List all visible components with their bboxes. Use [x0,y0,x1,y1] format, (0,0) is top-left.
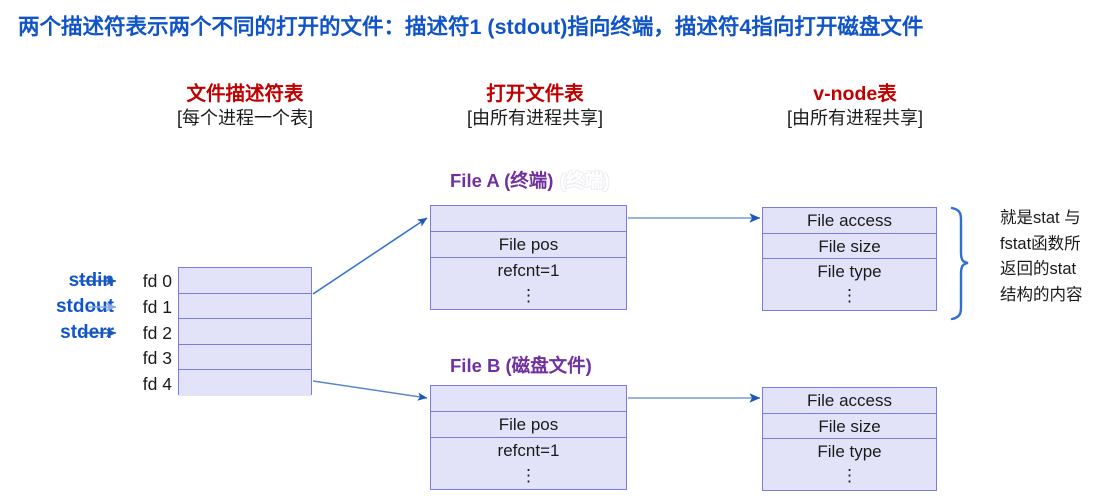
fd-table-row-3 [179,344,311,371]
column-heading-open-subtitle: [由所有进程共享] [466,108,603,128]
stderr-label: stderr [60,322,114,343]
column-heading-fd-table: 文件描述符表 [每个进程一个表] [110,82,380,130]
fd-label-3: fd 3 [142,348,172,368]
file-a-label: File A (终端) [450,170,554,191]
vnode-a-row-type: File type [763,259,936,286]
fd-table-row-1 [179,293,311,320]
vnode-b-row-type: File type [763,439,936,466]
fd-label-0: fd 0 [142,271,172,291]
open-file-table-b: File pos refcnt=1 ⋮ [430,385,627,490]
stat-note-line-0: 就是stat 与 [1000,209,1081,227]
file-a-row-filepos: File pos [431,232,626,258]
open-file-table-a: File pos refcnt=1 ⋮ [430,205,627,310]
column-heading-fd-title: 文件描述符表 [186,83,304,105]
column-heading-vnode-title: v-node表 [813,83,897,105]
file-a-row-0 [431,206,626,232]
file-b-row-refcnt: refcnt=1 [431,438,626,464]
file-a-ghost-artifact: (终端) [560,170,610,191]
arrow-fd1-to-file-a [312,217,428,295]
column-heading-fd-subtitle: [每个进程一个表] [176,108,313,128]
vnode-a-row-access: File access [763,208,936,234]
fd-table-row-2 [179,319,311,345]
vnode-b-row-ellipsis: ⋮ [763,463,936,489]
file-b-label: File B (磁盘文件) [450,355,592,376]
stdin-label: stdin [68,270,114,291]
file-b-row-filepos: File pos [431,412,626,438]
stdout-label: stdout [55,296,114,317]
vnode-b-row-access: File access [763,388,936,414]
file-descriptor-table [178,267,312,396]
column-heading-vnode-subtitle: [由所有进程共享] [786,108,923,128]
vnode-table-a: File access File size File type ⋮ [762,207,937,311]
column-heading-vnode-table: v-node表 [由所有进程共享] [720,82,990,130]
fd-label-2: fd 2 [142,323,172,343]
stat-brace [950,206,969,321]
file-a-row-refcnt: refcnt=1 [431,258,626,284]
fd-label-1: fd 1 [142,297,172,317]
vnode-table-b: File access File size File type ⋮ [762,387,937,491]
page-title: 两个描述符表示两个不同的打开的文件：描述符1 (stdout)指向终端，描述符4… [18,15,924,39]
vnode-a-row-size: File size [763,233,936,260]
fd-table-row-0 [179,268,311,294]
arrow-fd4-to-file-b [312,380,428,401]
fd-label-4: fd 4 [142,374,172,394]
column-heading-open-title: 打开文件表 [486,83,584,105]
stat-struct-annotation: 就是stat 与 fstat函数所 返回的stat 结构的内容 [1000,206,1112,308]
file-b-row-ellipsis: ⋮ [431,462,626,488]
stat-note-line-3: 结构的内容 [1000,285,1083,304]
stat-note-line-2: 返回的stat [1000,260,1077,278]
vnode-a-row-ellipsis: ⋮ [763,283,936,309]
vnode-b-row-size: File size [763,413,936,440]
fd-table-row-4 [179,370,311,396]
stat-note-line-1: fstat函数所 [1000,234,1081,253]
file-b-row-0 [431,386,626,412]
file-a-row-ellipsis: ⋮ [431,282,626,308]
column-heading-open-file-table: 打开文件表 [由所有进程共享] [400,82,670,130]
